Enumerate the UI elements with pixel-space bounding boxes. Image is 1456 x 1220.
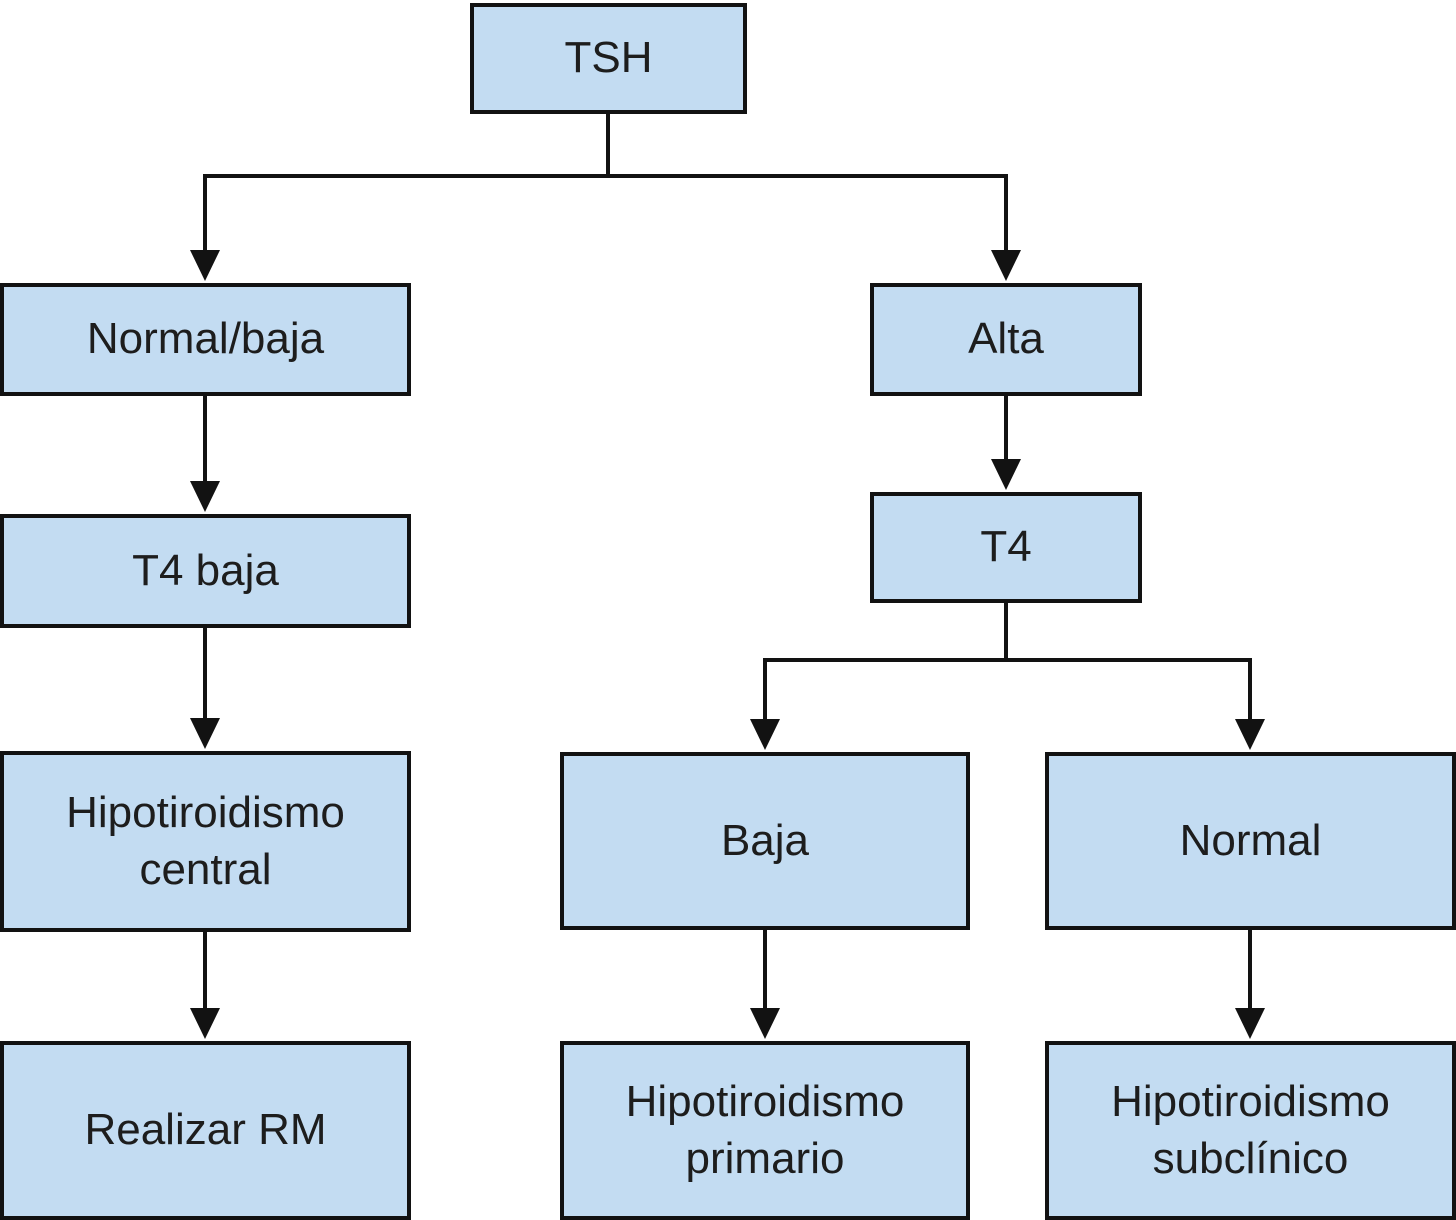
arrowhead-tsh-normal-baja xyxy=(190,250,220,281)
edge-tsh-split xyxy=(203,114,1008,252)
node-t4-baja-label: T4 baja xyxy=(132,545,279,595)
node-hipotiroidismo-central: Hipotiroidismo central xyxy=(0,751,411,932)
node-hipotiroidismo-subclinico: Hipotiroidismo subclínico xyxy=(1045,1041,1456,1220)
node-t4: T4 xyxy=(870,492,1142,603)
node-realizar-rm: Realizar RM xyxy=(0,1041,411,1220)
node-hipotiroidismo-primario: Hipotiroidismo primario xyxy=(560,1041,970,1220)
arrowhead-t4-baja-node xyxy=(750,719,780,750)
node-alta: Alta xyxy=(870,283,1142,396)
node-hipotiroidismo-primario-label: Hipotiroidismo primario xyxy=(625,1077,905,1183)
node-hipotiroidismo-subclinico-label: Hipotiroidismo subclínico xyxy=(1111,1077,1390,1183)
edge-t4-split xyxy=(763,603,1252,721)
arrowhead-normal-baja-t4-baja xyxy=(190,481,220,512)
node-alta-label: Alta xyxy=(968,314,1044,364)
node-realizar-rm-label: Realizar RM xyxy=(84,1105,327,1155)
node-t4-label: T4 xyxy=(980,522,1032,572)
node-normal-baja: Normal/baja xyxy=(0,283,411,396)
node-normal-label: Normal xyxy=(1179,815,1322,865)
node-tsh-label: TSH xyxy=(564,33,653,83)
node-tsh: TSH xyxy=(470,3,747,114)
node-baja-label: Baja xyxy=(720,815,810,865)
arrowhead-t4-normal-node xyxy=(1235,719,1265,750)
arrowhead-alta-t4 xyxy=(991,459,1021,490)
node-normal: Normal xyxy=(1045,752,1456,930)
arrowhead-baja-hipo-primario xyxy=(750,1008,780,1039)
node-normal-baja-label: Normal/baja xyxy=(86,314,325,364)
arrowhead-hipo-central-realizar-rm xyxy=(190,1008,220,1039)
node-hipotiroidismo-central-label: Hipotiroidismo central xyxy=(66,788,345,894)
arrowhead-normal-hipo-subclinico xyxy=(1235,1008,1265,1039)
node-baja: Baja xyxy=(560,752,970,930)
node-t4-baja: T4 baja xyxy=(0,514,411,628)
arrowhead-tsh-alta xyxy=(991,250,1021,281)
arrowhead-t4-baja-hipo-central xyxy=(190,718,220,749)
